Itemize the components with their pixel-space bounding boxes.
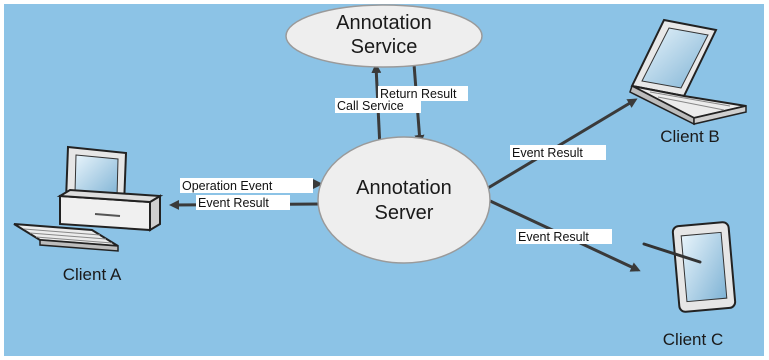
annotation-service-label-line1: Annotation [336,12,432,34]
event-result-a-label: Event Result [198,196,269,210]
client-a-label: Client A [63,265,122,284]
return-result-label: Return Result [380,87,457,101]
event-result-c-label: Event Result [518,230,589,244]
annotation-service-node: Annotation Service [285,4,483,68]
client-b-label: Client B [660,127,720,146]
stylus-icon [642,242,702,264]
desktop-computer-icon [13,145,164,252]
event-result-b-label: Event Result [512,146,583,160]
annotation-server-node: Annotation Server [317,136,491,264]
annotation-server-label-line2: Server [375,202,434,224]
event-result-b-arrow [487,98,638,190]
edge-labels: Return Result Call Service Operation Eve… [180,86,612,244]
client-c: Client C [642,221,737,349]
laptop-icon [629,18,747,126]
annotation-server-label-line1: Annotation [356,177,452,199]
client-c-label: Client C [663,330,723,349]
annotation-service-label-line2: Service [351,36,418,58]
call-service-label: Call Service [337,99,404,113]
operation-event-label: Operation Event [182,179,273,193]
client-a: Client A [13,145,164,284]
tablet-icon [642,221,737,313]
client-b: Client B [629,18,747,146]
